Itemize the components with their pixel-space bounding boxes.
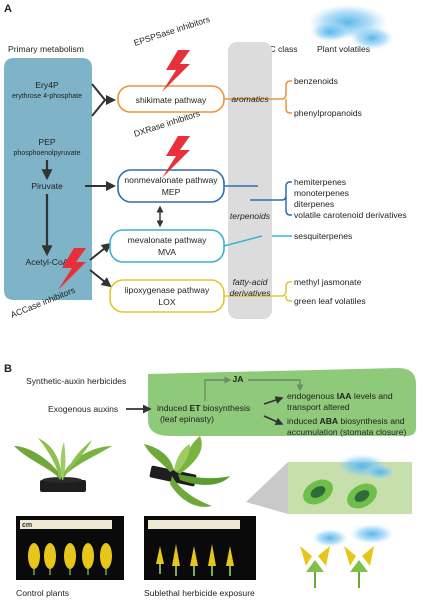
volatile-phenylpropanoids: phenylpropanoids xyxy=(294,108,362,118)
exogenous-auxins-label: Exogenous auxins xyxy=(48,404,118,414)
volatile-diterpenes: diterpenes xyxy=(294,199,334,209)
zoom-wedge xyxy=(246,462,288,514)
voc-terpenoids: terpenoids xyxy=(230,211,271,221)
mva-pathway-abbrev: MVA xyxy=(158,247,176,257)
mva-connector xyxy=(223,235,263,247)
iaa-transport-text: transport altered xyxy=(287,402,350,412)
volatile-methyl-jasmonate: methyl jasmonate xyxy=(294,277,362,287)
lightning-bolt-icon xyxy=(58,248,86,290)
mep-pathway-label: nonmevalonate pathway xyxy=(124,175,218,185)
pep-label: PEP xyxy=(38,137,55,147)
arrow-to-lox xyxy=(89,269,112,288)
mva-pathway-label: mevalonate pathway xyxy=(128,235,208,245)
leaf-epinasty-text: (leaf epinasty) xyxy=(160,414,214,424)
voc-fatty-derivatives: derivatives xyxy=(229,288,271,298)
volatile-hemiterpenes: hemiterpenes xyxy=(294,177,346,187)
voc-class-column xyxy=(228,42,272,319)
stomata-inset xyxy=(288,454,412,514)
volatile-benzenoids: benzenoids xyxy=(294,76,338,86)
mep-pathway-abbrev: MEP xyxy=(162,187,181,197)
terpenoids-bracket xyxy=(250,181,292,216)
panel-a-letter: A xyxy=(4,3,12,15)
arrow-et-to-ja xyxy=(204,376,232,401)
epsps-inhibitors-label: EPSPSase inhibitors xyxy=(133,14,212,48)
aba-text: induced ABA biosynthesis and xyxy=(287,416,405,426)
panel-b-letter: B xyxy=(4,363,12,375)
treated-plant-image xyxy=(144,436,230,507)
control-flowers-image: cm xyxy=(16,516,124,580)
piruvate-label: Piruvate xyxy=(31,181,63,191)
control-plant-image xyxy=(14,438,112,492)
aba-stomata-text: accumulation (stomata closure) xyxy=(287,427,407,437)
arrow-to-mva xyxy=(89,242,112,261)
shikimate-pathway-label: shikimate pathway xyxy=(136,95,207,105)
volatile-green-leaf: green leaf volatiles xyxy=(294,296,366,306)
ruler-label: cm xyxy=(22,522,32,529)
fatty-acid-bracket xyxy=(281,281,292,302)
volatile-cloud-a xyxy=(308,4,394,50)
sublethal-exposure-caption: Sublethal herbicide exposure xyxy=(144,588,255,598)
flower-diagram xyxy=(300,524,394,588)
lightning-bolt-icon xyxy=(162,50,190,92)
primary-metabolism-header: Primary metabolism xyxy=(8,44,84,54)
voc-aromatics: aromatics xyxy=(231,94,269,104)
volatile-sesquiterpenes: sesquiterpenes xyxy=(294,231,352,241)
control-plants-caption: Control plants xyxy=(16,588,69,598)
voc-class-header: VOC class xyxy=(257,44,298,54)
ery4p-label: Ery4P xyxy=(35,80,59,90)
voc-fatty-acid: fatty-acid xyxy=(233,277,268,287)
plant-volatiles-header: Plant volatiles xyxy=(317,44,370,54)
arrow-to-iaa xyxy=(263,396,284,405)
treated-flowers-image xyxy=(144,516,256,580)
iaa-text: endogenous IAA levels and xyxy=(287,391,393,401)
ery4p-fullname: erythrose 4-phosphate xyxy=(12,93,82,100)
volatile-carotenoid-derivatives: volatile carotenoid derivatives xyxy=(294,210,407,220)
et-biosynthesis-text: induced ET biosynthesis xyxy=(157,403,250,413)
pep-fullname: phosphoenolpyruvate xyxy=(14,150,81,157)
herbicide-class-title: Synthetic-auxin herbicides xyxy=(26,376,126,386)
ja-label: JA xyxy=(233,374,244,384)
acetyl-coa-label: Acetyl-CoA xyxy=(26,257,69,267)
lox-pathway-label: lipoxygenase pathway xyxy=(125,285,210,295)
arrow-ja-to-iaa xyxy=(248,379,304,392)
lox-pathway-abbrev: LOX xyxy=(158,297,175,307)
aromatics-bracket xyxy=(281,80,292,114)
join-to-shikimate xyxy=(91,83,107,117)
volatile-monoterpenes: monoterpenes xyxy=(294,188,349,198)
lightning-bolt-icon xyxy=(162,136,190,178)
arrow-to-aba xyxy=(263,415,284,426)
